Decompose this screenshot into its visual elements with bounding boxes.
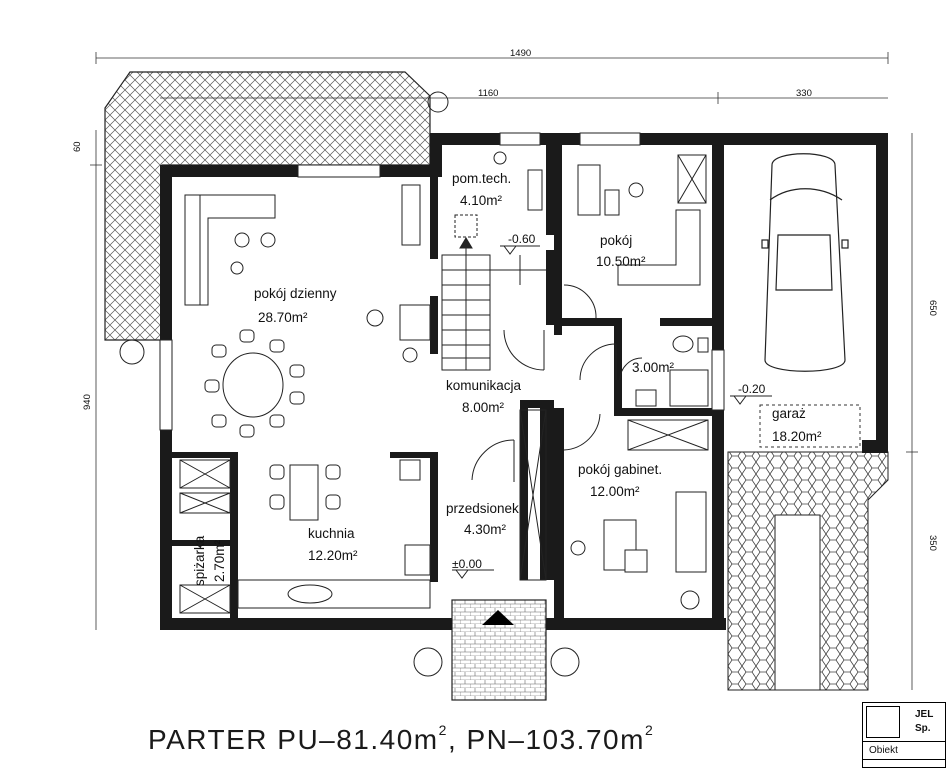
entrance-steps [451, 599, 547, 701]
plant-icon [427, 91, 449, 113]
dim-left-small: 60 [72, 141, 83, 152]
driveway [727, 451, 889, 691]
level-garage: -0.20 [738, 382, 766, 396]
level-entry: ±0.00 [452, 557, 482, 571]
room-furniture [454, 151, 709, 581]
plant-icon [680, 590, 700, 610]
plant-icon [413, 647, 443, 677]
floor-title: PARTER PU–81.40m2, PN–103.70m2 [148, 722, 654, 756]
room-area-bathroom: 3.00m² [632, 360, 675, 375]
logo-icon [866, 706, 900, 738]
room-area-hall: 8.00m² [462, 400, 505, 415]
entrance-arrow-icon [482, 610, 514, 625]
stamp-line-2: Sp. [915, 723, 931, 734]
room-name-pantry: spiżarka [192, 535, 207, 586]
dim-right-drive: 350 [927, 535, 938, 551]
title-block: JEL Sp. Obiekt [862, 702, 946, 768]
stamp-divider [863, 759, 945, 760]
dim-right-garage: 650 [927, 300, 938, 316]
garage-car [761, 153, 849, 372]
room-area-vestibule: 4.30m² [464, 522, 507, 537]
level-stair: -0.60 [508, 232, 536, 246]
floor-title-sup-1: 2 [438, 722, 448, 738]
dim-left-main: 940 [82, 394, 93, 410]
dim-top-total: 1490 [510, 48, 531, 59]
room-area-bedroom: 10.50m² [596, 254, 646, 269]
room-area-garage: 18.20m² [772, 429, 822, 444]
stamp-line-3: Obiekt [869, 745, 898, 756]
interior-walls [172, 145, 720, 618]
room-name-hall: komunikacja [446, 378, 522, 393]
staircase [441, 237, 546, 371]
stamp-divider [863, 741, 945, 742]
room-name-bedroom: pokój [600, 233, 632, 248]
exterior-walls [160, 133, 888, 630]
room-name-living: pokój dzienny [254, 286, 337, 301]
plant-icon [119, 339, 145, 365]
plant-icons [119, 91, 700, 677]
room-name-office: pokój gabinet. [578, 462, 662, 477]
dim-top-main: 1160 [478, 88, 498, 99]
dim-top-garage: 330 [796, 88, 812, 99]
plant-icon [550, 647, 580, 677]
level-markers [452, 245, 772, 579]
floor-title-sup-2: 2 [644, 722, 655, 738]
floor-title-mid: , PN–103.70m [447, 724, 645, 755]
room-area-pantry: 2.70m² [212, 539, 227, 582]
stamp-line-1: JEL [915, 709, 934, 720]
room-area-kitchen: 12.20m² [308, 548, 358, 563]
dimension-lines [90, 52, 918, 690]
kitchen-furniture [179, 459, 431, 614]
garage-door [759, 404, 861, 448]
door-swings [471, 284, 643, 482]
room-area-tech: 4.10m² [460, 193, 503, 208]
room-area-office: 12.00m² [590, 484, 640, 499]
room-name-kitchen: kuchnia [308, 526, 355, 541]
living-room-furniture [184, 184, 431, 438]
room-name-tech: pom.tech. [452, 171, 511, 186]
room-name-vestibule: przedsionek [446, 501, 519, 516]
room-name-garage: garaż [772, 406, 806, 421]
room-area-living: 28.70m² [258, 310, 308, 325]
windows [159, 132, 725, 431]
floor-title-prefix: PARTER PU–81.40m [148, 724, 439, 755]
